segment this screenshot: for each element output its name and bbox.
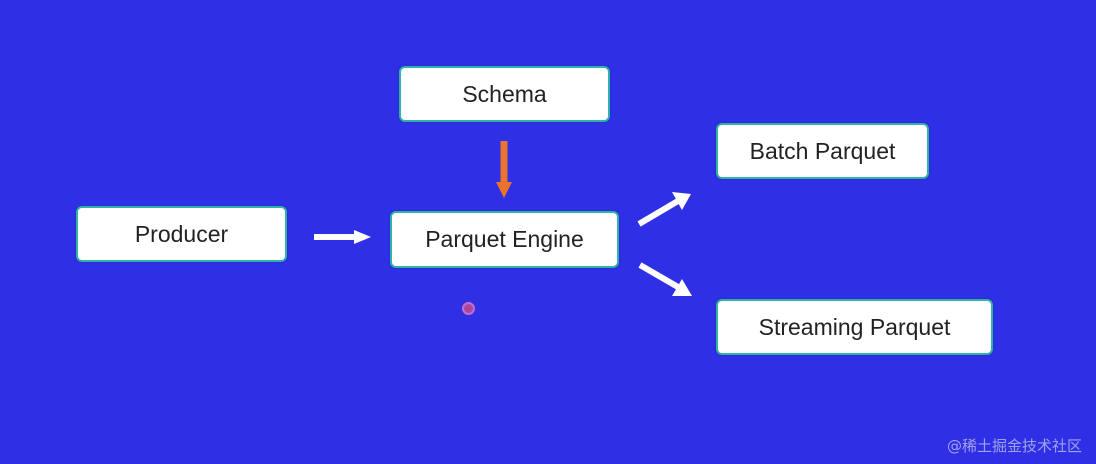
node-parquet-engine-label: Parquet Engine: [425, 226, 584, 252]
node-parquet-engine: Parquet Engine: [390, 211, 619, 268]
node-batch-parquet: Batch Parquet: [716, 123, 929, 179]
watermark: @稀土掘金技术社区: [946, 437, 1082, 455]
arrow-engine-to-batch: [637, 192, 691, 227]
pointer-cursor-icon: [462, 302, 475, 315]
arrow-schema-to-engine: [496, 141, 512, 198]
node-schema-label: Schema: [462, 80, 547, 107]
node-batch-parquet-label: Batch Parquet: [749, 137, 896, 164]
node-producer-label: Producer: [134, 220, 229, 247]
node-schema: Schema: [399, 66, 610, 122]
arrow-engine-to-streaming: [638, 262, 692, 296]
arrow-producer-to-engine: [314, 230, 371, 244]
node-streaming-parquet-label: Streaming Parquet: [758, 313, 951, 340]
node-producer: Producer: [76, 206, 287, 262]
node-streaming-parquet: Streaming Parquet: [716, 299, 993, 355]
